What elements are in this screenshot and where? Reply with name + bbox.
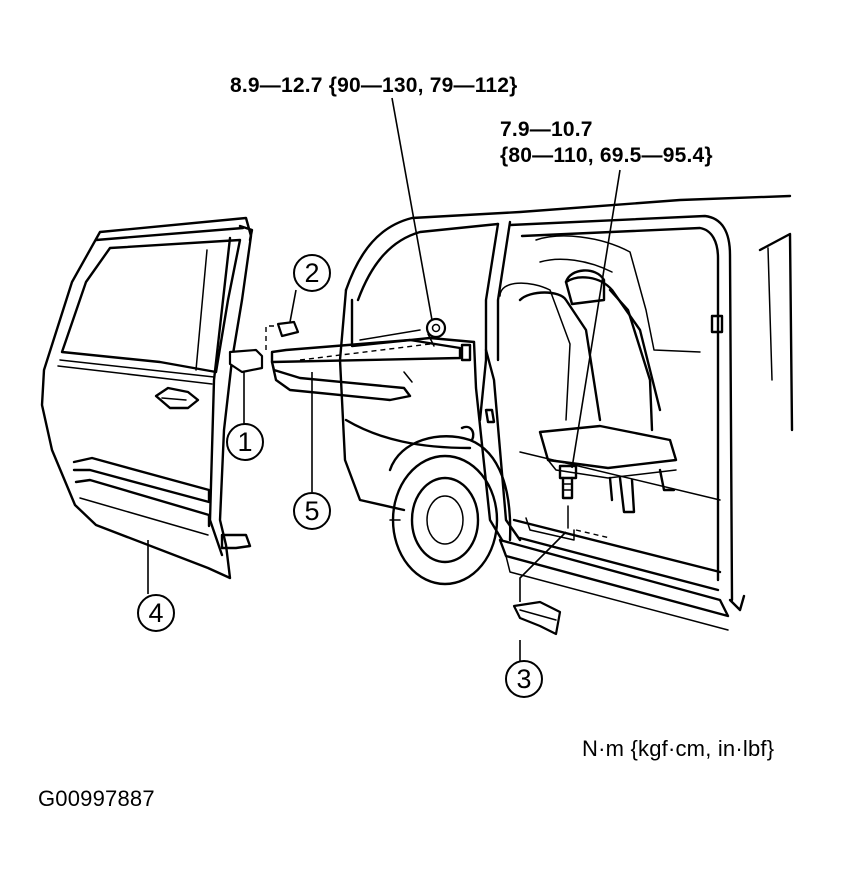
part-number-4: 4 xyxy=(137,594,175,632)
part-number-5: 5 xyxy=(293,492,331,530)
torque-spec-lower-rail-bolt-line2: {80—110, 69.5—95.4} xyxy=(500,144,713,167)
torque-units-legend: N·m {kgf·cm, in·lbf} xyxy=(582,736,775,761)
torque-spec-upper-rail-bolt: 8.9—12.7 {90—130, 79—112} xyxy=(230,74,518,97)
sliding-door xyxy=(40,216,254,580)
part-number-1: 1 xyxy=(226,423,264,461)
seats xyxy=(499,235,701,529)
part-1-shape xyxy=(228,348,264,374)
part-2-shape xyxy=(276,320,300,338)
torque-spec-lower-rail-bolt-line1: 7.9—10.7 xyxy=(500,118,593,141)
figure-code: G00997887 xyxy=(38,786,155,811)
part-3-shape xyxy=(512,600,562,636)
part-number-3: 3 xyxy=(505,660,543,698)
part-number-2: 2 xyxy=(293,254,331,292)
leader-lines xyxy=(147,97,621,662)
upper-rail xyxy=(265,317,462,402)
